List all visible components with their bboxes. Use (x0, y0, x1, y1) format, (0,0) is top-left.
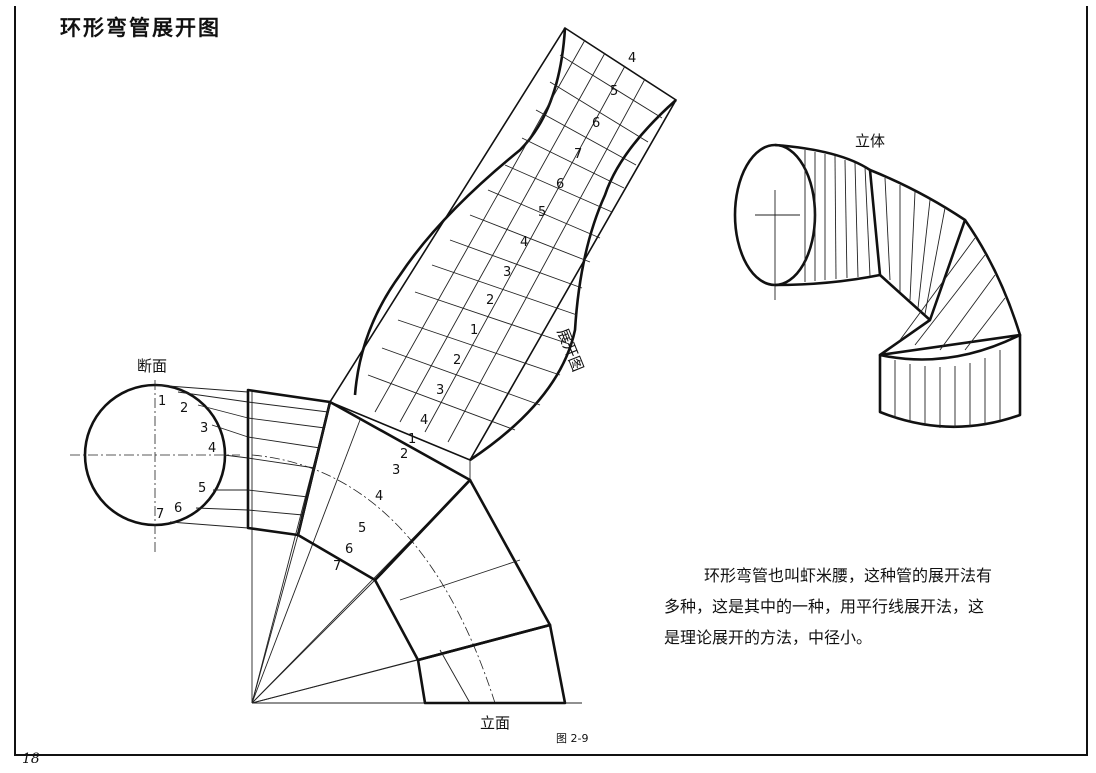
strip-number: 4 (628, 51, 636, 66)
strip-number: 3 (503, 265, 511, 280)
strip-cross-lines (367, 54, 663, 431)
strip-number: 3 (436, 383, 444, 398)
circle-number: 1 (158, 394, 166, 409)
strip-long-lines (374, 39, 646, 443)
solid-hatching (894, 350, 1001, 428)
elevation-view: 1 2 3 4 5 6 7 (246, 388, 582, 705)
segment-number: 7 (333, 559, 341, 574)
description-text: 环形弯管也叫虾米腰，这种管的展开法有 多种，这是其中的一种，用平行线展开法，这 … (664, 560, 1059, 653)
segment-4-inner-line (439, 649, 471, 704)
extension-line (297, 401, 331, 536)
strip-straight-edges (328, 26, 678, 462)
strip-number: 5 (610, 84, 618, 99)
page-title: 环形弯管展开图 (60, 16, 221, 40)
segment-number: 6 (345, 542, 353, 557)
description-line: 多种，这是其中的一种，用平行线展开法，这 (664, 597, 985, 616)
solid-hatching (804, 150, 871, 282)
segment-1-lines (247, 401, 329, 516)
segment-number: 3 (392, 463, 400, 478)
projection-lines (154, 384, 249, 529)
strip-number: 4 (420, 413, 428, 428)
circle-number: 3 (200, 421, 208, 436)
solid-segment-2 (869, 168, 967, 322)
section-label: 断面 (137, 357, 168, 375)
circle-number: 5 (198, 481, 206, 496)
segment-3-inner-line (399, 559, 521, 601)
segment-number: 2 (400, 447, 408, 462)
strip-number: 2 (453, 353, 461, 368)
solid-view (733, 143, 1022, 429)
strip-number: 7 (574, 147, 582, 162)
circle-number: 6 (174, 501, 182, 516)
solid-hatching (884, 177, 946, 315)
elevation-label: 立面 (480, 714, 511, 732)
segment-number: 4 (375, 489, 383, 504)
elbow-segment-1 (246, 388, 332, 537)
segment-number: 1 (408, 432, 416, 447)
solid-label: 立体 (855, 132, 886, 150)
section-view: 1 2 3 4 5 6 7 (70, 380, 249, 555)
development-strip: 4 5 6 7 6 5 4 3 2 1 2 3 4 (297, 26, 678, 536)
strip-number: 6 (592, 116, 600, 131)
solid-segment-3 (878, 219, 1022, 357)
strip-curve-left (353, 27, 567, 396)
circle-number: 7 (156, 507, 164, 522)
description-line: 是理论展开的方法，中径小。 (664, 628, 873, 647)
page-frame (14, 6, 1088, 756)
circle-number: 2 (180, 401, 188, 416)
page-number: 18 (22, 751, 40, 767)
strip-number: 5 (538, 205, 546, 220)
solid-hatching (899, 237, 1006, 351)
solid-segment-4 (878, 333, 1022, 429)
figure-number: 图 2-9 (556, 732, 589, 745)
elbow-segment-4 (416, 623, 567, 705)
strip-number: 2 (486, 293, 494, 308)
circle-number: 4 (208, 441, 216, 456)
description-line: 环形弯管也叫虾米腰，这种管的展开法有 (704, 566, 993, 585)
segment-number: 5 (358, 521, 366, 536)
solid-segment-1 (774, 143, 882, 287)
strip-number: 6 (556, 177, 564, 192)
strip-number: 1 (470, 323, 478, 338)
strip-number: 4 (520, 235, 528, 250)
